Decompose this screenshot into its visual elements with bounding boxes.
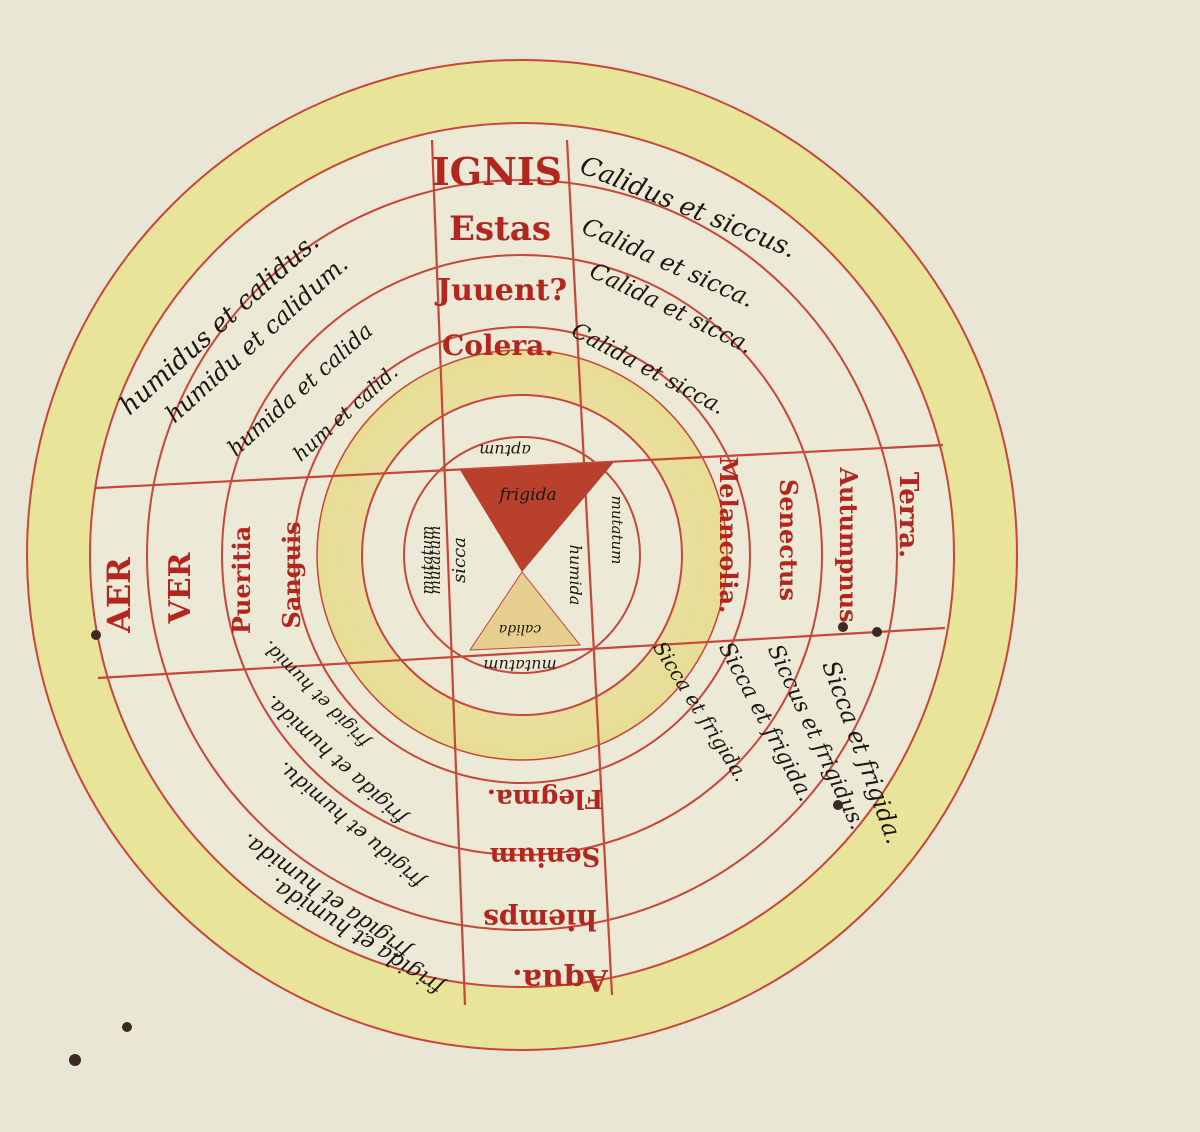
- ring-lines: [146, 179, 898, 931]
- speck-3: [872, 627, 882, 637]
- right-arm-label: Senectus: [774, 479, 803, 601]
- center-word: sicca: [449, 537, 470, 583]
- right-arm-label: Melancolia.: [714, 457, 743, 614]
- cross-arms: [95, 139, 946, 1006]
- center-word: mutatum: [426, 526, 444, 595]
- center-word: humida: [566, 545, 585, 606]
- speck-4: [122, 1022, 132, 1032]
- right-arm-label: Autumpnus: [834, 466, 863, 622]
- top-arm-red-label: Juuent?: [434, 273, 567, 308]
- center-word: aptum: [479, 441, 531, 460]
- left-arm-label: Sanguis: [277, 521, 306, 628]
- speck-6: [833, 800, 843, 810]
- speck-1: [91, 630, 101, 640]
- bottom-arm-label: Aqua.: [512, 962, 609, 997]
- inner-ring: [403, 436, 641, 674]
- vertical-arm-right-line: [565, 139, 614, 996]
- top-arm-red-label: Colera.: [442, 329, 554, 362]
- center-red-triangle: [460, 462, 614, 572]
- center-gold-triangle: [469, 571, 582, 651]
- top-arm-red-label: Estas: [449, 209, 551, 249]
- speck-5: [69, 1054, 81, 1066]
- center-word: mutatum: [418, 526, 436, 595]
- horizontal-arm-bottom-line: [97, 626, 946, 680]
- bottom-arm-label: hiemps: [483, 903, 597, 936]
- bottom-arm-label: Flegma.: [487, 783, 603, 813]
- top-arm-red-label: IGNIS: [432, 149, 562, 194]
- left-arm-label: AER: [100, 557, 138, 634]
- right-arm-label: Terra.: [893, 472, 923, 558]
- center-word: calida: [499, 621, 541, 637]
- horizontal-arm-top-line: [95, 443, 944, 490]
- bottom-arm-label: Senium: [490, 841, 601, 871]
- speck-2: [838, 622, 848, 632]
- ring-2: [221, 254, 823, 856]
- triangle-label: frigida: [497, 485, 556, 505]
- center-word: mutatum: [483, 656, 556, 675]
- ring-1: [146, 179, 898, 931]
- left-arm-label: Pueritia: [227, 526, 256, 634]
- vertical-arm-left-line: [430, 139, 467, 1006]
- ring-3: [293, 326, 751, 784]
- ink-specks: [69, 622, 882, 1066]
- left-arm-label: VER: [163, 551, 198, 624]
- innermost-ring: [316, 349, 728, 761]
- center-word: mutatum: [608, 496, 626, 565]
